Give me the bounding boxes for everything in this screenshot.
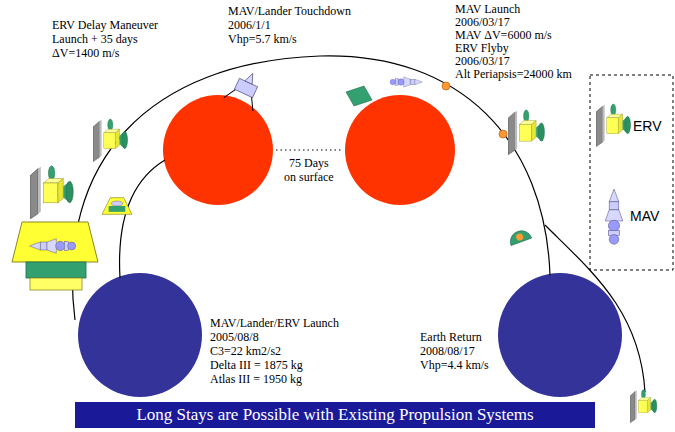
- annotation-text: on surface: [284, 170, 334, 184]
- annotation-text: Delta III = 1875 kg: [210, 358, 303, 372]
- annotation-text: Vhp=5.7 km/s: [228, 32, 297, 46]
- surface-stay-line: [276, 149, 342, 150]
- mars-departure: [345, 95, 455, 205]
- earth-departure: [78, 273, 202, 397]
- caption-band: Long Stays are Possible with Existing Pr…: [75, 402, 595, 428]
- mars-arrival: [163, 95, 273, 205]
- erv-flyby-trajectory: [545, 225, 645, 392]
- rendezvous-dot: [499, 130, 507, 138]
- legend-box: [590, 75, 673, 270]
- annotation-text: Launch + 35 days: [52, 32, 138, 46]
- legend-erv-icon: [596, 104, 631, 146]
- lander-aeroshell-icon: [102, 198, 132, 215]
- annotation-text: ERV Flyby: [455, 41, 509, 55]
- mav-ascent-icon: [390, 77, 422, 87]
- annotation-text: 2006/03/17: [455, 15, 510, 29]
- annotation-text: MAV ΔV=6000 m/s: [455, 28, 552, 42]
- launch-stack-icon: [12, 166, 98, 290]
- annotation-text: MAV/Lander Touchdown: [228, 4, 351, 18]
- annotation-text: C3=22 km2/s2: [210, 344, 281, 358]
- rendezvous-dot: [442, 82, 450, 90]
- legend-mav-icon: [605, 189, 623, 244]
- lander-trajectory: [120, 160, 165, 278]
- annotation-text: Earth Return: [420, 330, 482, 344]
- annotation-text: ERV Delay Maneuver: [52, 18, 158, 32]
- annotation-text: 2005/08/8: [210, 330, 259, 344]
- lander-stage-icon: [346, 86, 372, 106]
- annotation-text: 75 Days: [289, 156, 329, 170]
- annotation-text: 2006/1/1: [228, 18, 271, 32]
- annotation-text: Atlas III = 1950 kg: [210, 372, 302, 386]
- annotation-text: Vhp=4.4 km/s: [420, 358, 489, 372]
- erv-trajectory: [72, 56, 550, 320]
- lander-icon: [224, 67, 267, 111]
- caption-text: Long Stays are Possible with Existing Pr…: [136, 405, 533, 425]
- erv-departing-icon: [630, 390, 657, 423]
- annotation-text: 2006/03/17: [455, 54, 510, 68]
- return-capsule-icon: [507, 228, 531, 246]
- earth-arrival: [498, 273, 622, 397]
- legend-text: MAV: [630, 208, 659, 224]
- annotation-text: MAV/Lander/ERV Launch: [210, 316, 339, 330]
- erv-flyby-icon: [508, 110, 544, 155]
- annotation-text: MAV Launch: [455, 2, 520, 16]
- annotation-text: Alt Periapsis=24000 km: [455, 67, 572, 81]
- annotation-text: 2008/08/17: [420, 344, 475, 358]
- annotation-text: ΔV=1400 m/s: [52, 46, 120, 60]
- erv-icon: [93, 119, 128, 161]
- legend-text: ERV: [633, 118, 662, 134]
